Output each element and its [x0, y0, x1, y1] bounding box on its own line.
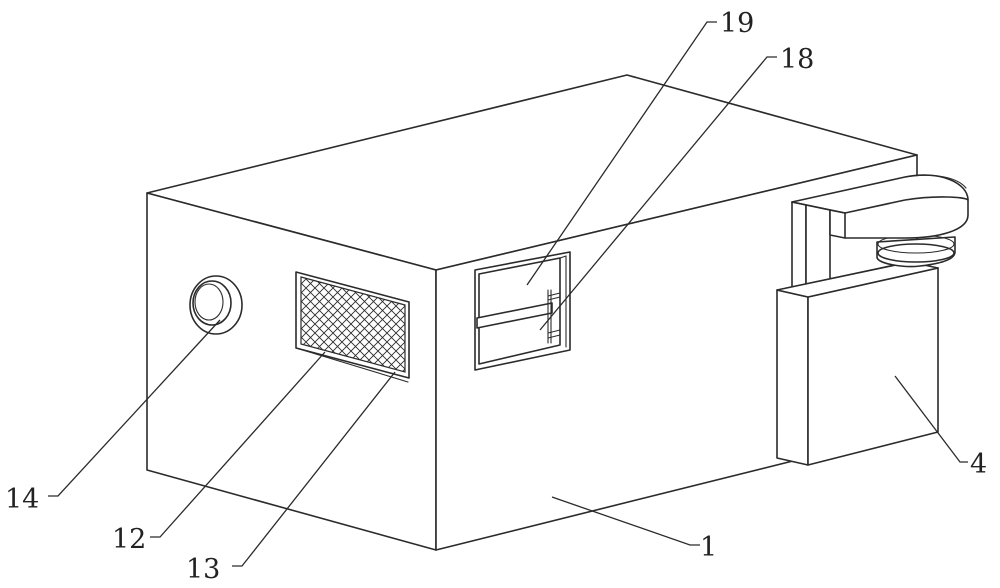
mesh-panel [295, 271, 410, 383]
duct-vertical [791, 199, 807, 296]
unit-side-face [776, 289, 809, 466]
label-1: 1 [700, 532, 717, 563]
leader-13 [232, 371, 396, 567]
leader-19 [526, 21, 717, 286]
leader-1 [551, 496, 700, 546]
circular-port [189, 275, 243, 335]
slide-plate [476, 302, 553, 329]
leader-18 [539, 56, 777, 331]
window-unit [474, 251, 571, 371]
leader-12 [150, 351, 326, 538]
reference-labels: 1 4 12 13 14 18 19 [5, 8, 987, 585]
label-12: 12 [112, 524, 146, 555]
label-4: 4 [970, 449, 987, 480]
label-14: 14 [5, 484, 39, 515]
label-18: 18 [780, 44, 814, 75]
mesh-screen [300, 276, 406, 373]
side-unit [776, 174, 969, 466]
unit-front-face [807, 267, 939, 466]
label-13: 13 [186, 554, 220, 585]
leader-lines [48, 21, 968, 567]
label-19: 19 [720, 8, 754, 39]
leader-14 [48, 319, 221, 497]
leader-4 [894, 375, 968, 463]
